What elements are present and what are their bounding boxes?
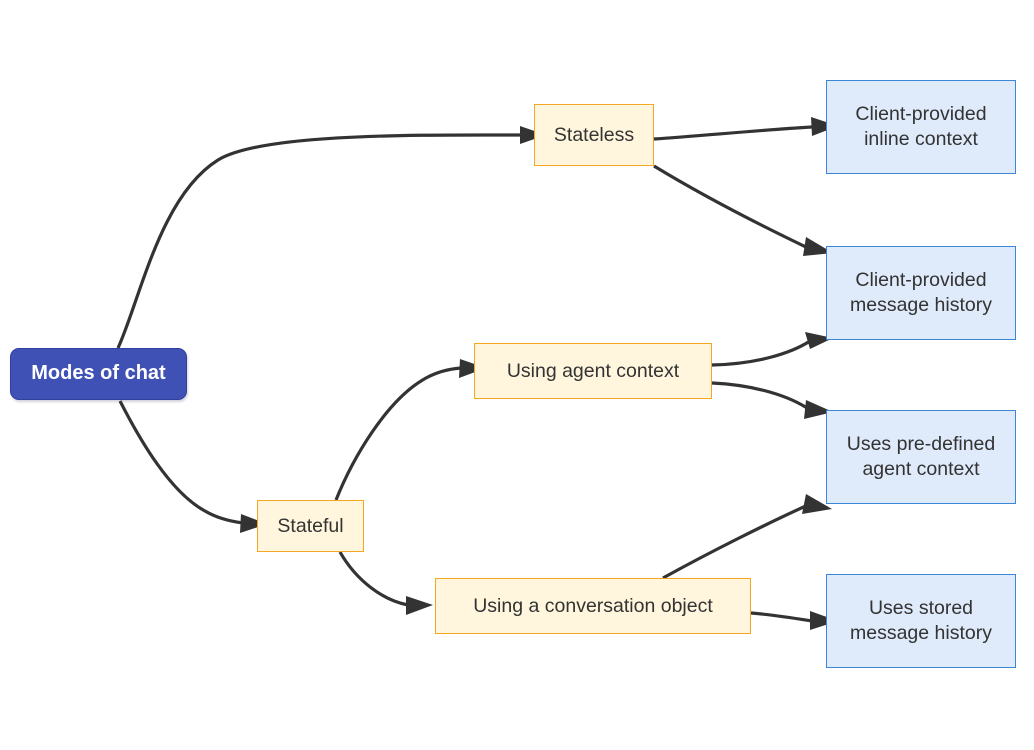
node-using-agent-context[interactable]: Using agent context	[474, 343, 712, 399]
node-label-stateless: Stateless	[553, 123, 635, 146]
node-label-client-provided-inline-context: Client-provided inline context	[855, 103, 987, 150]
edge-agent-context-to-message-history	[711, 332, 833, 367]
node-client-provided-message-history[interactable]: Client-provided message history	[826, 246, 1016, 340]
node-label-modes-of-chat: Modes of chat	[31, 362, 166, 385]
edge-stateless-to-inline-context	[653, 117, 838, 141]
node-client-provided-inline-context[interactable]: Client-provided inline context	[826, 80, 1016, 174]
node-uses-pre-defined-agent-context[interactable]: Uses pre-defined agent context	[826, 410, 1016, 504]
node-stateless[interactable]: Stateless	[534, 104, 654, 166]
node-label-client-provided-message-history: Client-provided message history	[850, 269, 992, 316]
node-using-a-conversation-object[interactable]: Using a conversation object	[435, 578, 751, 634]
node-modes-of-chat[interactable]: Modes of chat	[10, 348, 187, 400]
node-label-using-a-conversation-object: Using a conversation object	[473, 594, 713, 617]
edge-root-to-stateless	[116, 126, 546, 349]
edge-agent-context-to-predefined-agent-context	[711, 381, 833, 419]
node-label-stateful: Stateful	[277, 514, 344, 537]
edge-stateless-to-message-history	[653, 164, 833, 256]
node-label-uses-pre-defined-agent-context: Uses pre-defined agent context	[846, 433, 996, 480]
node-label-using-agent-context: Using agent context	[506, 359, 680, 382]
edge-conversation-object-to-stored-message-history	[750, 611, 838, 630]
edge-root-to-stateful	[118, 400, 267, 533]
node-label-uses-stored-message-history: Uses stored message history	[850, 597, 992, 644]
edge-stateful-to-conversation-object	[338, 551, 433, 615]
node-uses-stored-message-history[interactable]: Uses stored message history	[826, 574, 1016, 668]
edge-stateful-to-agent-context	[334, 359, 486, 501]
node-stateful[interactable]: Stateful	[257, 500, 364, 552]
edge-conversation-object-to-predefined-agent-context	[662, 494, 832, 580]
